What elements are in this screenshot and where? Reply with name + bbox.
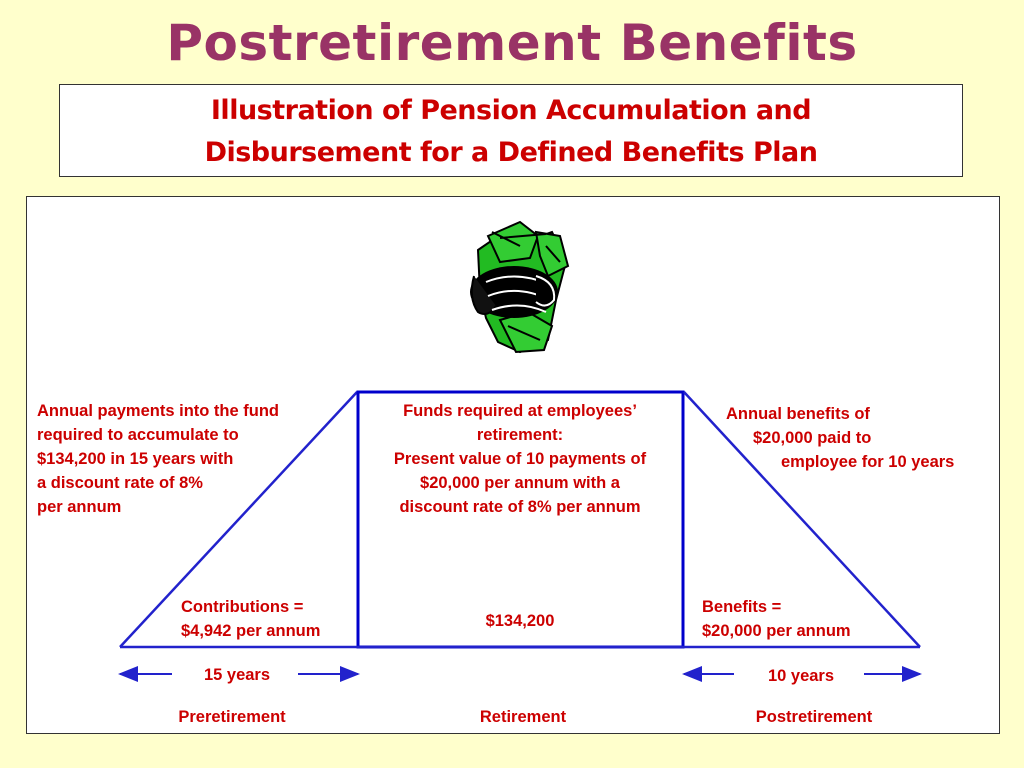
subtitle-line-2: Disbursement for a Defined Benefits Plan [204, 137, 818, 168]
center-line-1: Funds required at employees’ [403, 402, 637, 420]
contributions-line-2: $4,942 per annum [181, 622, 321, 640]
left-line-5: per annum [37, 498, 122, 516]
benefits-label: Benefits = $20,000 per annum [702, 595, 851, 643]
center-description: Funds required at employees’ retirement:… [360, 399, 680, 519]
page-title: Postretirement Benefits [166, 14, 858, 72]
retirement-amount: $134,200 [485, 612, 555, 630]
center-line-5: discount rate of 8% per annum [399, 498, 641, 516]
left-line-3: $134,200 in 15 years with [37, 450, 234, 468]
right-line-3: employee for 10 years [781, 453, 955, 471]
left-line-4: a discount rate of 8% [37, 474, 203, 492]
left-line-2: required to accumulate to [37, 426, 239, 444]
benefits-line-1: Benefits = [702, 598, 782, 616]
subtitle-line-1: Illustration of Pension Accumulation and [210, 95, 812, 126]
center-line-3: Present value of 10 payments of [393, 450, 647, 468]
phase-retirement: Retirement [479, 708, 567, 726]
benefits-line-2: $20,000 per annum [702, 622, 851, 640]
right-line-1: Annual benefits of [726, 405, 870, 423]
duration-15-years: 15 years [203, 666, 271, 684]
accumulation-slope-line [119, 391, 358, 648]
duration-10-years: 10 years [767, 667, 835, 685]
phase-preretirement: Preretirement [178, 708, 286, 726]
left-description: Annual payments into the fund required t… [37, 399, 279, 519]
disbursement-slope-line [683, 391, 921, 648]
subtitle-box: Illustration of Pension Accumulation and… [59, 84, 963, 177]
center-line-4: $20,000 per annum with a [420, 474, 620, 492]
phase-postretirement: Postretirement [755, 708, 873, 726]
hand-holding-money-icon [470, 220, 570, 354]
contributions-label: Contributions = $4,942 per annum [181, 595, 320, 643]
center-line-2: retirement: [476, 426, 564, 444]
contributions-line-1: Contributions = [181, 598, 304, 616]
right-line-2: $20,000 paid to [753, 429, 872, 447]
left-line-1: Annual payments into the fund [37, 402, 279, 420]
